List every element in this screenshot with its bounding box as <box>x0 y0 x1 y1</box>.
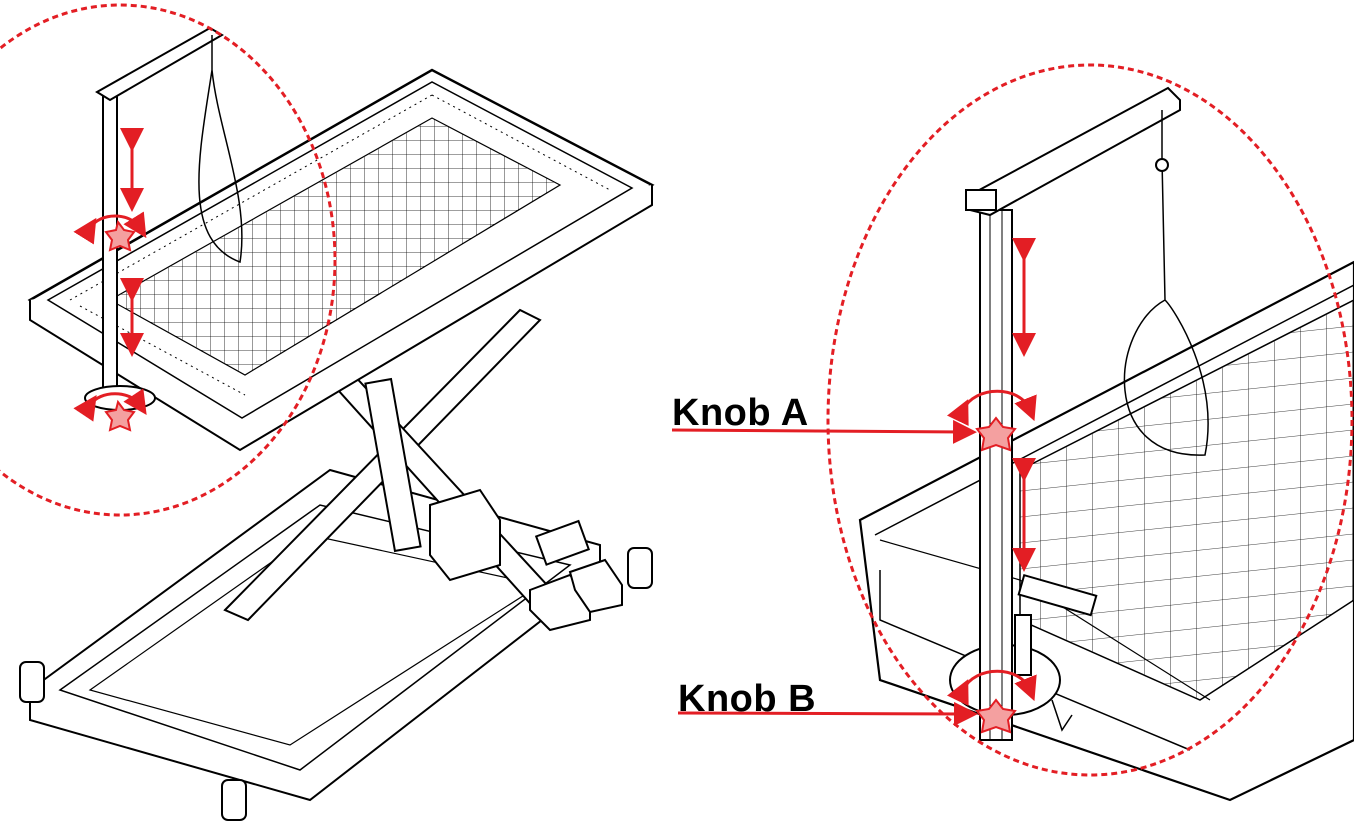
knob-a-label: Knob A <box>672 392 809 434</box>
grooming-arm-detail-drawing <box>858 86 1354 802</box>
left-adjust-indicators <box>0 3 337 517</box>
knob-b-label: Knob B <box>678 678 817 720</box>
knob-icon <box>104 219 136 252</box>
knob-icon <box>104 399 136 432</box>
rotate-arrow-icon <box>73 211 147 245</box>
right-adjust-indicators <box>671 63 1354 777</box>
grooming-table-drawing <box>19 26 655 821</box>
knob-icon <box>975 416 1017 452</box>
knob-icon <box>975 698 1017 734</box>
rotate-arrow-icon <box>946 389 1037 427</box>
